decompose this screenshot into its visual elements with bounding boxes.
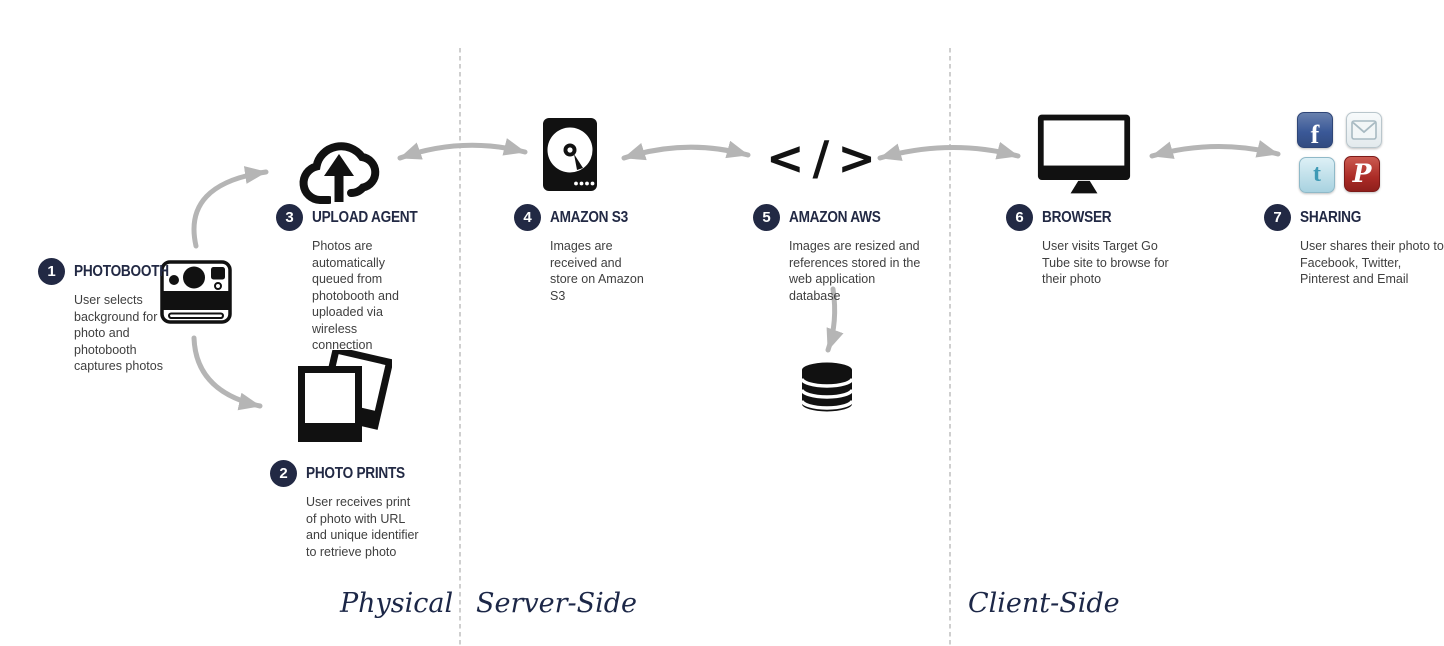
step-title: AMAZON AWS xyxy=(789,208,881,226)
photo-prints-icon xyxy=(298,350,392,442)
step-description: User receives print of photo with URL an… xyxy=(306,495,419,559)
email-icon xyxy=(1346,112,1382,148)
facebook-glyph: f xyxy=(1310,119,1320,149)
step-photo-prints: 2 PHOTO PRINTS User receives print of ph… xyxy=(270,460,420,560)
step-description: User shares their photo to Facebook, Twi… xyxy=(1300,239,1444,286)
database-icon xyxy=(800,362,854,412)
step-number-badge: 5 xyxy=(753,204,780,231)
step-description: Images are received and store on Amazon … xyxy=(550,239,644,303)
step-description: Photos are automatically queued from pho… xyxy=(312,239,399,352)
browser-monitor-icon xyxy=(1037,114,1131,194)
step-number-badge: 3 xyxy=(276,204,303,231)
code-icon: </> xyxy=(766,131,884,185)
pinterest-icon: P xyxy=(1344,156,1380,192)
step-title: AMAZON S3 xyxy=(550,208,628,226)
step-title: SHARING xyxy=(1300,208,1362,226)
step-browser: 6 BROWSER User visits Target Go Tube sit… xyxy=(1006,204,1182,288)
step-title: PHOTOBOOTH xyxy=(74,262,169,280)
arrow-photobooth-to-upload-agent xyxy=(191,166,269,249)
twitter-glyph: t xyxy=(1313,160,1321,187)
step-photobooth: 1 PHOTOBOOTH User selects background for… xyxy=(38,258,182,375)
section-label-server-side: Server-Side xyxy=(476,588,638,619)
step-number-badge: 1 xyxy=(38,258,65,285)
step-number-badge: 4 xyxy=(514,204,541,231)
section-label-physical: Physical xyxy=(340,588,454,619)
step-title: PHOTO PRINTS xyxy=(306,464,405,482)
step-upload-agent: 3 UPLOAD AGENT Photos are automatically … xyxy=(276,204,432,354)
step-title: UPLOAD AGENT xyxy=(312,208,418,226)
twitter-icon: t xyxy=(1299,157,1335,193)
step-amazon-aws: 5 AMAZON AWS Images are resized and refe… xyxy=(753,204,921,304)
arrow-upload-agent-s3 xyxy=(397,138,528,161)
step-title: BROWSER xyxy=(1042,208,1112,226)
step-number-badge: 7 xyxy=(1264,204,1291,231)
step-sharing: 7 SHARING User shares their photo to Fac… xyxy=(1264,204,1444,288)
section-label-client-side: Client-Side xyxy=(968,588,1120,619)
facebook-icon: f xyxy=(1297,112,1333,149)
arrow-s3-aws xyxy=(621,140,751,161)
step-amazon-s3: 4 AMAZON S3 Images are received and stor… xyxy=(514,204,644,304)
cloud-upload-icon xyxy=(299,142,380,204)
step-description: User selects background for photo and ph… xyxy=(74,293,163,373)
step-number-badge: 6 xyxy=(1006,204,1033,231)
step-description: User visits Target Go Tube site to brows… xyxy=(1042,239,1169,286)
arrow-photobooth-to-photo-prints xyxy=(191,335,263,411)
envelope-glyph xyxy=(1351,120,1377,140)
hard-drive-icon xyxy=(543,118,597,191)
zone-divider-physical-server xyxy=(459,48,461,646)
step-description: Images are resized and references stored… xyxy=(789,239,921,303)
photobooth-camera-icon xyxy=(160,260,232,324)
zone-divider-server-client xyxy=(949,48,951,646)
arrow-browser-sharing xyxy=(1149,140,1281,159)
pinterest-glyph: P xyxy=(1352,159,1372,188)
step-number-badge: 2 xyxy=(270,460,297,487)
